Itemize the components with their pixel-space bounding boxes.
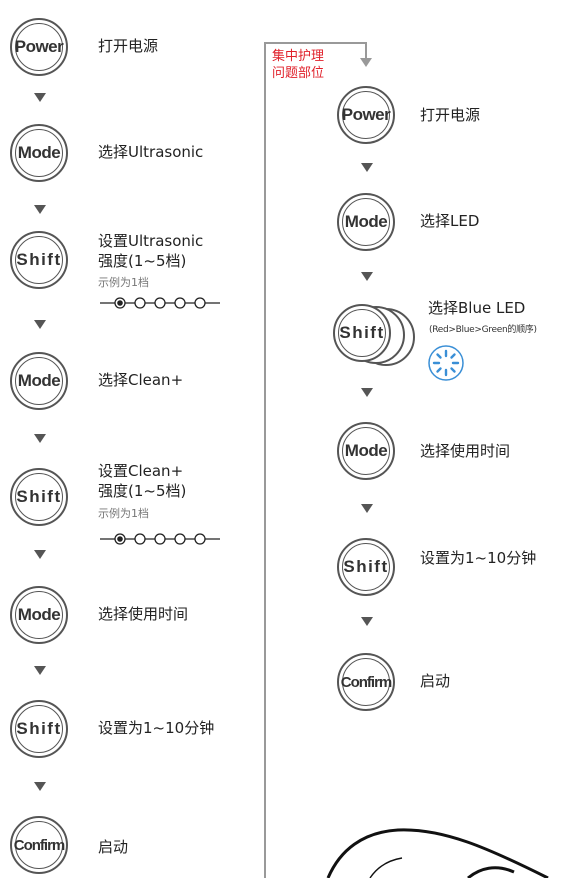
step-label: 启动 <box>98 838 129 856</box>
down-arrow-icon <box>361 617 373 626</box>
down-arrow-icon <box>34 666 46 675</box>
down-arrow-icon <box>34 550 46 559</box>
down-arrow-icon <box>34 320 46 329</box>
step-label: 打开电源 <box>420 106 481 124</box>
intensity-level-indicator <box>100 533 220 545</box>
step-label: 设置为1~10分钟 <box>98 719 215 737</box>
down-arrow-icon <box>34 434 46 443</box>
step-label: 启动 <box>420 672 451 690</box>
example-note: 示例为1档 <box>98 507 149 520</box>
down-arrow-icon <box>360 58 372 67</box>
step-label: 选择使用时间 <box>420 442 511 460</box>
down-arrow-icon <box>361 504 373 513</box>
power-button[interactable]: Power <box>337 86 395 144</box>
power-button[interactable]: Power <box>10 18 68 76</box>
step-label: 选择Clean+ <box>98 371 184 389</box>
down-arrow-icon <box>361 163 373 172</box>
step-label: 选择Blue LED <box>428 299 526 317</box>
down-arrow-icon <box>361 272 373 281</box>
focus-care-label-line2: 问题部位 <box>272 66 325 81</box>
step-label-line2: 强度(1~5档) <box>98 252 187 270</box>
intensity-level-indicator <box>100 297 220 309</box>
mode-button[interactable]: Mode <box>337 193 395 251</box>
down-arrow-icon <box>34 782 46 791</box>
down-arrow-icon <box>361 388 373 397</box>
shift-button[interactable]: Shift <box>10 700 68 758</box>
mode-button[interactable]: Mode <box>10 586 68 644</box>
blue-led-icon <box>428 345 464 381</box>
branch-line-horizontal <box>264 42 367 44</box>
confirm-button[interactable]: Confirm <box>337 653 395 711</box>
focus-care-label: 集中护理 <box>272 49 325 64</box>
step-label: 选择Ultrasonic <box>98 143 204 161</box>
device-illustration <box>326 828 549 878</box>
step-label: 选择使用时间 <box>98 605 189 623</box>
branch-line-vertical <box>264 42 266 878</box>
step-label: 设置Clean+ <box>98 462 184 480</box>
led-order-note: (Red>Blue>Green的顺序) <box>429 325 537 335</box>
down-arrow-icon <box>34 93 46 102</box>
step-label-line2: 强度(1~5档) <box>98 482 187 500</box>
confirm-button[interactable]: Confirm <box>10 816 68 874</box>
mode-button[interactable]: Mode <box>10 352 68 410</box>
shift-button[interactable]: Shift <box>337 538 395 596</box>
mode-button[interactable]: Mode <box>337 422 395 480</box>
mode-button[interactable]: Mode <box>10 124 68 182</box>
shift-button[interactable]: Shift <box>10 231 68 289</box>
step-label: 设置为1~10分钟 <box>420 549 537 567</box>
step-label: 选择LED <box>420 212 480 230</box>
step-label: 打开电源 <box>98 37 159 55</box>
branch-line-drop <box>365 42 367 60</box>
shift-button[interactable]: Shift <box>333 304 391 362</box>
shift-button[interactable]: Shift <box>10 468 68 526</box>
step-label: 设置Ultrasonic <box>98 232 204 250</box>
down-arrow-icon <box>34 205 46 214</box>
example-note: 示例为1档 <box>98 276 149 289</box>
